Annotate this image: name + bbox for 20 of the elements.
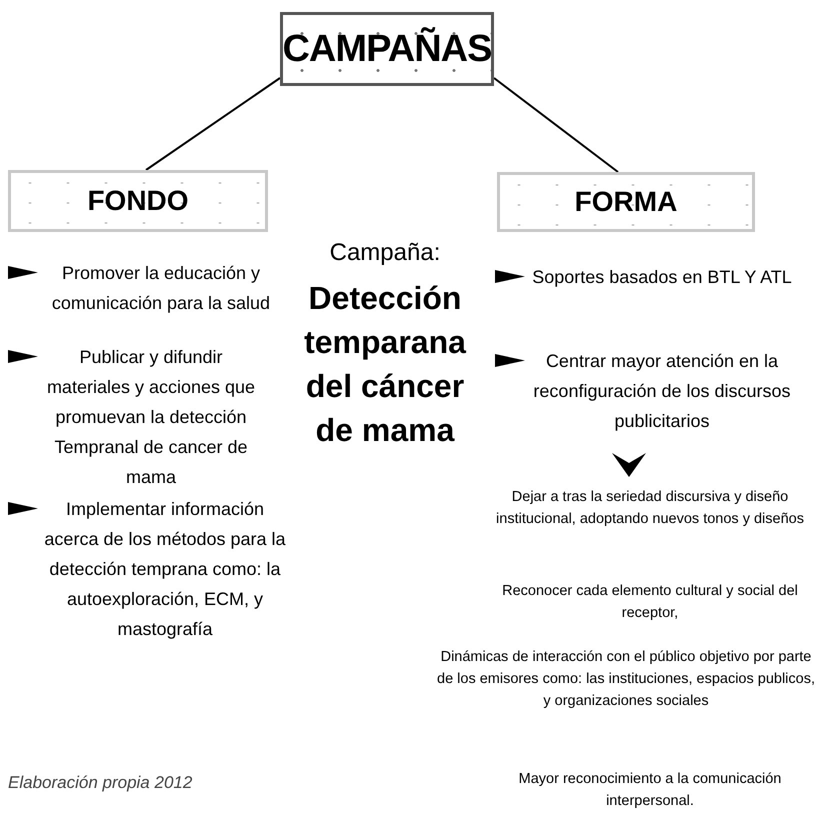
bullet-text: Publicar y difundir materiales y acciones que promuevan la detección Tempranal de cancer de mama (46, 346, 256, 489)
bullet-text: Centrar mayor atención en la reconfiguración de los discursos publicitarios (532, 350, 792, 433)
bullet-text: Implementar información acerca de los métodos para la detección temprana como: la autoexploración, ECM, y mastografía (43, 498, 287, 641)
campaign-title: Campaña: (328, 238, 442, 268)
connector-line (145, 77, 281, 171)
category-box (8, 170, 268, 232)
box-heading: CAMPAÑAS (282, 26, 492, 72)
box-heading: FORMA (574, 185, 678, 219)
note-text: Reconocer cada elemento cultural y social del receptor, (501, 582, 799, 623)
category-box (497, 172, 755, 232)
connector-line (493, 77, 619, 173)
note-text: Dinámicas de interacción con el público objetivo por parte de los emisores como: las instituciones, espacios publicos, y organizaciones sociales (436, 648, 816, 711)
box-heading: FONDO (87, 184, 189, 218)
note-text: Dejar a tras la seriedad discursiva y diseño institucional, adoptando nuevos tonos y diseños (495, 488, 805, 529)
caption: Elaboración propia 2012 (8, 772, 192, 794)
note-text: Mayor reconocimiento a la comunicación interpersonal. (518, 770, 782, 811)
bullet-text: Promover la educación y comunicación para la salud (50, 262, 272, 315)
campaign-title: Detección temparana del cáncer de mama (303, 279, 468, 450)
title-box (280, 12, 494, 86)
bullet-text: Soportes basados en BTL Y ATL (531, 266, 793, 289)
